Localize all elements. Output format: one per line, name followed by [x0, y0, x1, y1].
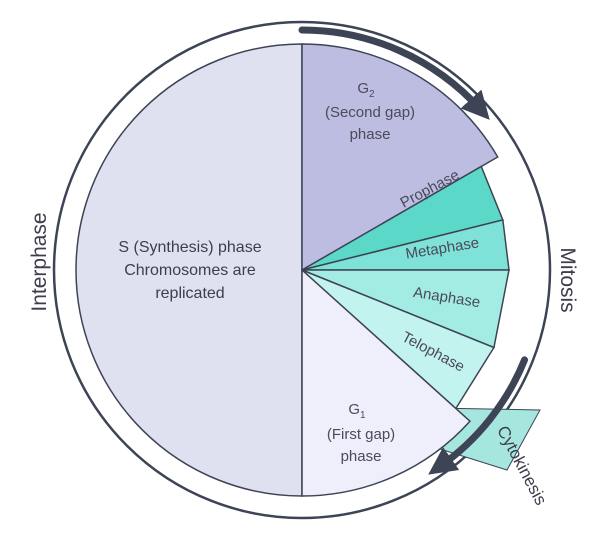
g2-subscript: 2	[369, 89, 375, 100]
g2-label-line2: phase	[350, 126, 391, 143]
g2-phase-segment	[301, 43, 499, 272]
top-cycle-arrow	[298, 26, 490, 120]
interphase-label: Interphase	[28, 212, 51, 311]
g1-label-letter: G1	[348, 401, 366, 421]
g2-label-line1: (Second gap)	[325, 104, 415, 121]
g1-phase-segment	[301, 268, 472, 497]
g2-letter: G	[357, 80, 369, 97]
g1-label-line1: (First gap)	[327, 426, 395, 443]
s-phase-label-line2: Chromosomes are	[124, 262, 256, 279]
g2-label-letter: G2	[357, 80, 375, 100]
right-cycle-arrow	[428, 356, 529, 475]
g1-letter: G	[348, 401, 360, 418]
s-phase-label-line1: S (Synthesis) phase	[118, 239, 261, 256]
g1-label-line2: phase	[341, 448, 382, 465]
s-phase-label-line3: replicated	[155, 285, 224, 302]
mitosis-label: Mitosis	[556, 247, 579, 312]
s-phase-segment	[75, 43, 303, 497]
outer-ring	[52, 20, 552, 520]
g1-subscript: 1	[360, 410, 366, 421]
